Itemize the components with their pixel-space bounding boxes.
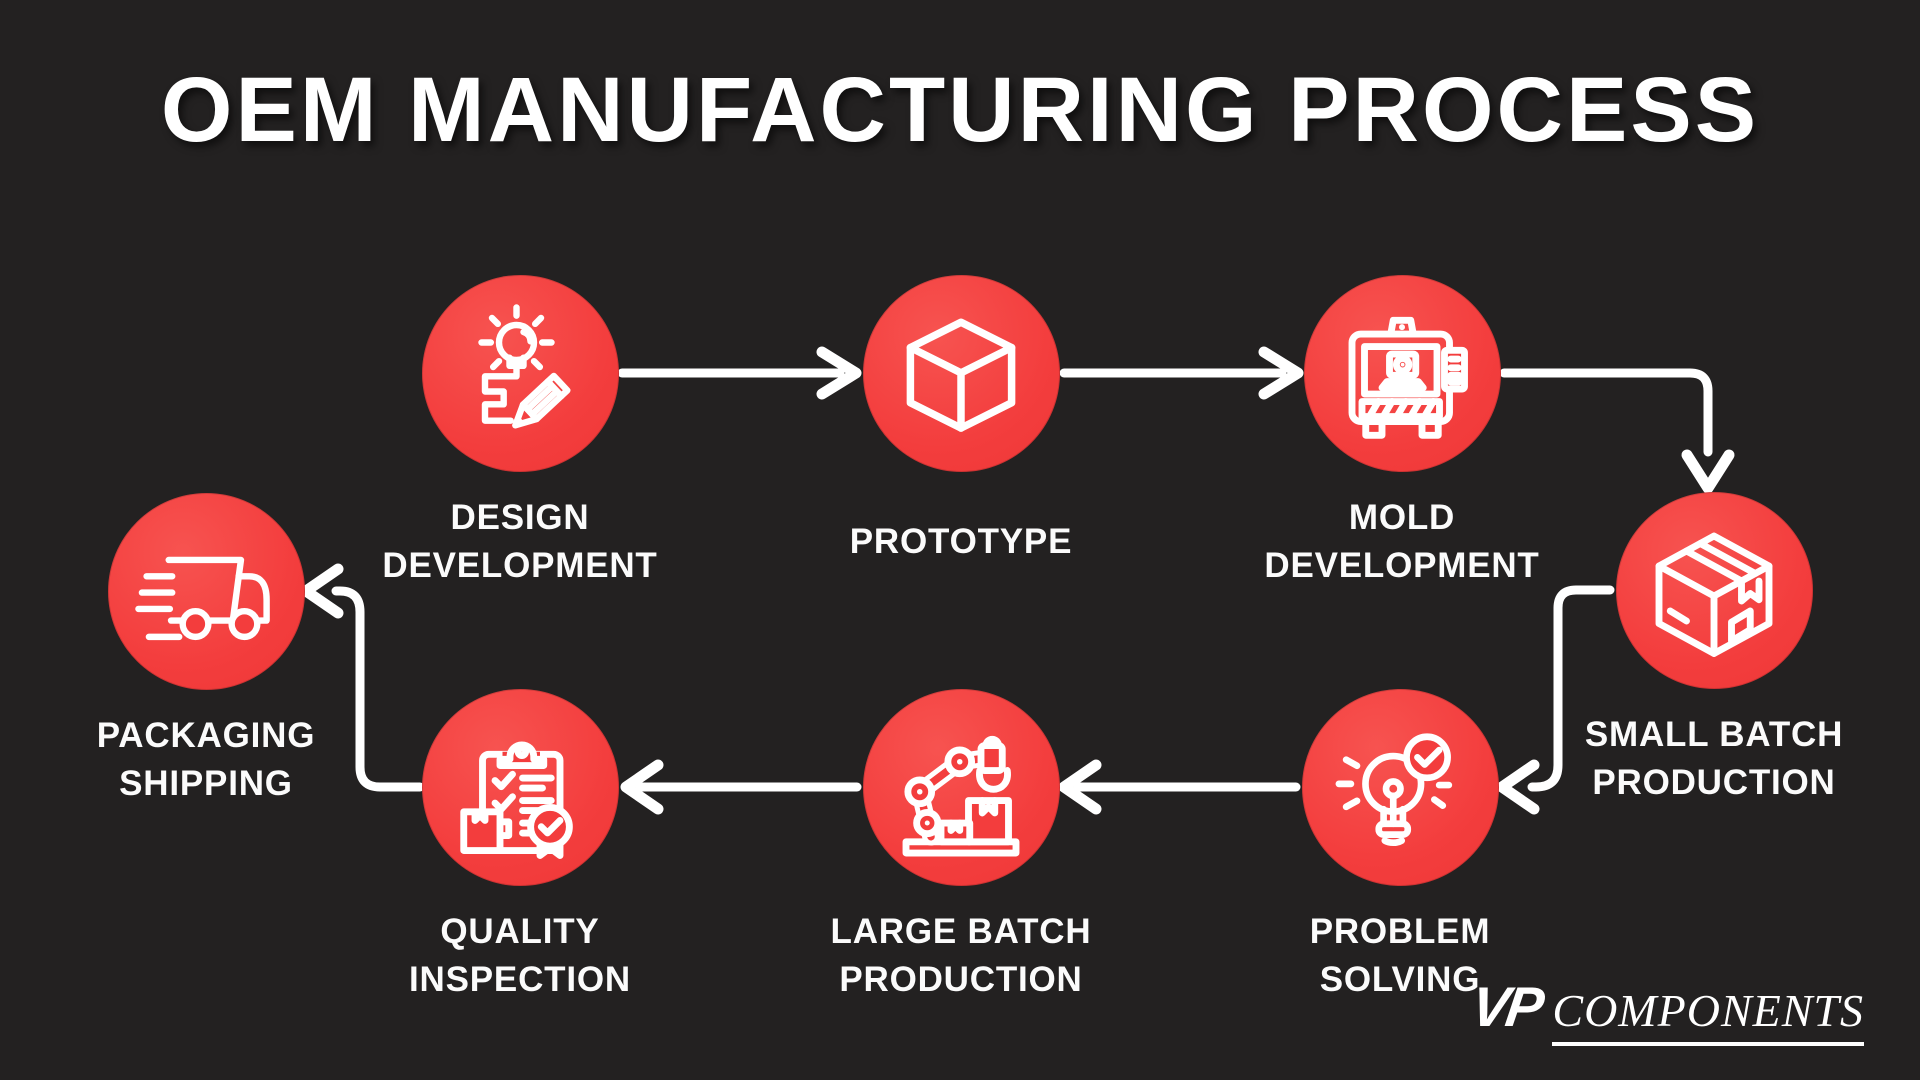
step-circle: [1303, 275, 1501, 472]
lightbulb-pencil-icon: [478, 303, 571, 429]
brand-logo-mark: VP: [1467, 975, 1545, 1038]
step-mold-development: MOLD DEVELOPMENT: [1242, 275, 1562, 590]
robotic-arm-icon: [902, 735, 1020, 856]
step-label: DESIGN DEVELOPMENT: [382, 494, 657, 590]
step-label: LARGE BATCH PRODUCTION: [831, 908, 1092, 1004]
step-label-line: LARGE BATCH: [830, 912, 1092, 951]
step-label-line: PROBLEM: [1309, 912, 1491, 951]
brand-logo-name: COMPONENTS: [1552, 984, 1864, 1046]
step-label-line: DESIGN: [450, 498, 590, 537]
step-label-line: QUALITY: [440, 912, 600, 951]
clipboard-checklist-icon: [460, 741, 573, 859]
lightbulb-check-icon: [1335, 733, 1452, 847]
step-label: QUALITY INSPECTION: [409, 908, 631, 1004]
step-label-line: SOLVING: [1319, 960, 1481, 999]
page-title: OEM MANUFACTURING PROCESS: [160, 59, 1760, 161]
step-large-batch-production: LARGE BATCH PRODUCTION: [801, 689, 1121, 1004]
step-label-line: DEVELOPMENT: [382, 546, 658, 585]
step-label-line: INSPECTION: [409, 960, 631, 999]
step-label-line: SMALL BATCH: [1584, 715, 1844, 754]
step-label: PACKAGING SHIPPING: [97, 712, 316, 808]
step-circle: [1301, 689, 1499, 886]
step-circle: [1615, 492, 1813, 689]
step-circle: [107, 493, 305, 690]
step-label-line: DEVELOPMENT: [1264, 546, 1540, 585]
step-circle: [862, 689, 1060, 886]
step-label-line: PRODUCTION: [1592, 763, 1836, 802]
step-circle: [421, 689, 619, 886]
step-circle: [862, 275, 1060, 472]
step-small-batch-production: SMALL BATCH PRODUCTION: [1554, 492, 1874, 807]
step-label-line: MOLD: [1348, 498, 1456, 537]
cube-icon: [906, 318, 1016, 432]
step-circle: [421, 275, 619, 472]
step-label: PROTOTYPE: [850, 494, 1072, 590]
step-prototype: PROTOTYPE: [801, 275, 1121, 590]
step-packaging-shipping: PACKAGING SHIPPING: [46, 493, 366, 808]
step-label: SMALL BATCH PRODUCTION: [1585, 711, 1843, 807]
delivery-truck-icon: [135, 556, 270, 640]
step-problem-solving: PROBLEM SOLVING: [1240, 689, 1560, 1004]
brand-logo: VP COMPONENTS: [1467, 974, 1864, 1046]
package-box-icon: [1655, 532, 1773, 657]
step-design-development: DESIGN DEVELOPMENT: [360, 275, 680, 590]
step-label-line: SHIPPING: [119, 764, 293, 803]
step-label: MOLD DEVELOPMENT: [1264, 494, 1539, 590]
step-label-line: PRODUCTION: [839, 960, 1083, 999]
step-label: PROBLEM SOLVING: [1310, 908, 1491, 1004]
step-label-line: PROTOTYPE: [849, 522, 1073, 561]
molding-machine-icon: [1348, 316, 1468, 439]
step-label-line: PACKAGING: [96, 716, 316, 755]
step-quality-inspection: QUALITY INSPECTION: [360, 689, 680, 1004]
